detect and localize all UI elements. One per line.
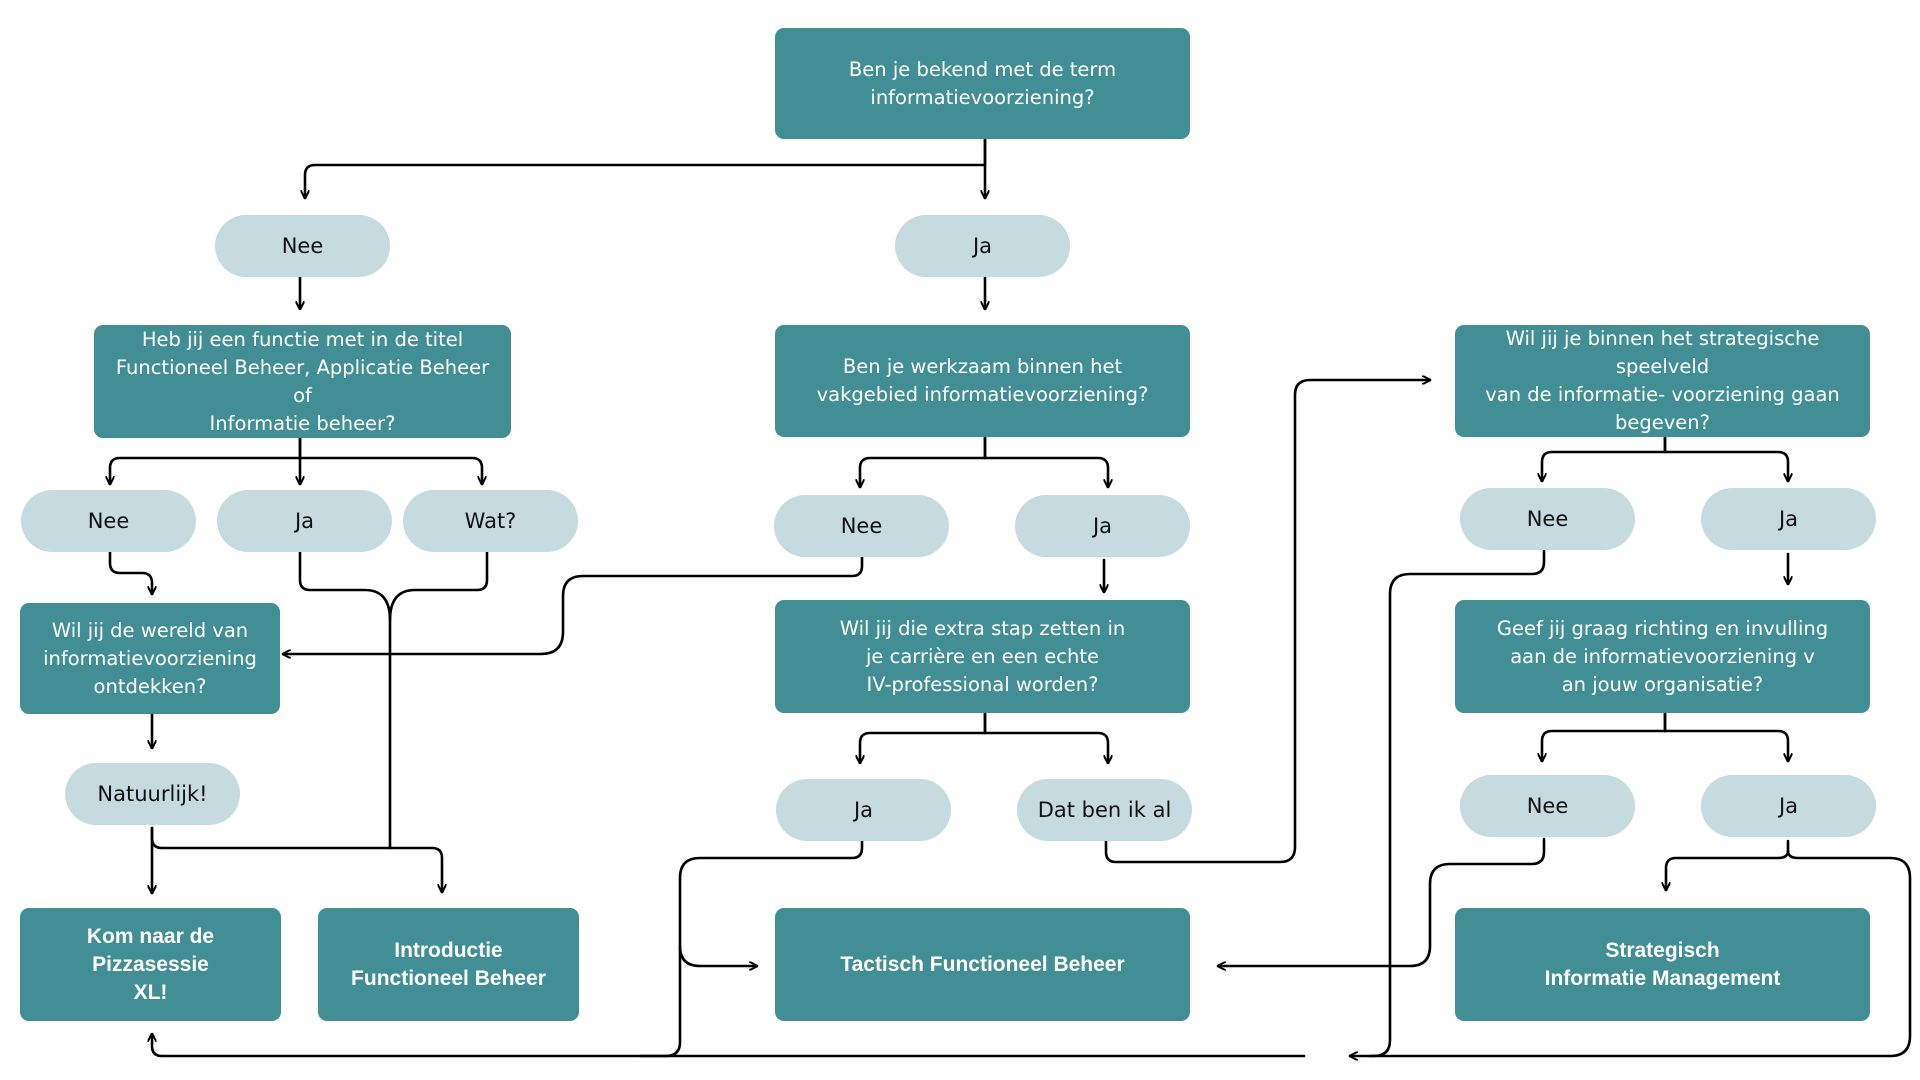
connector-q3-ja xyxy=(983,435,1108,489)
connector-a3nee-q5 xyxy=(281,553,864,654)
connector-a6ja-tactisch xyxy=(678,839,864,966)
connector-q4-ja xyxy=(1663,435,1788,483)
connector-q7-ja xyxy=(1663,711,1788,763)
connector-a2nee-q5 xyxy=(108,549,152,596)
answer-q4-nee: Nee xyxy=(1460,488,1635,550)
answer-q6-dat-ben-ik-al: Dat ben ik al xyxy=(1017,779,1192,841)
connector-a7ja-loop xyxy=(1368,849,1912,1058)
connector-a2wat-merge xyxy=(388,549,489,622)
question-extra-step: Wil jij die extra stap zetten in je carr… xyxy=(775,600,1190,713)
connector-q6-al xyxy=(983,711,1108,765)
answer-q4-ja: Ja xyxy=(1701,488,1876,550)
answer-q2-ja: Ja xyxy=(217,490,392,552)
answer-q6-ja: Ja xyxy=(776,779,951,841)
answer-q7-nee: Nee xyxy=(1460,775,1635,837)
connector-a4nee-bottom xyxy=(1348,547,1546,1056)
outcome-strategisch-informatie-management: Strategisch Informatie Management xyxy=(1455,908,1870,1021)
connector-q4-nee xyxy=(1542,435,1667,483)
answer-q1-nee: Nee xyxy=(215,215,390,277)
question-known-term: Ben je bekend met de term informatievoor… xyxy=(775,28,1190,139)
connector-q2-split xyxy=(110,436,302,486)
connector-a2ja-merge xyxy=(298,549,392,850)
question-job-title: Heb jij een functie met in de titel Func… xyxy=(94,325,511,438)
question-work-field: Ben je werkzaam binnen het vakgebied inf… xyxy=(775,325,1190,437)
answer-q7-ja: Ja xyxy=(1701,775,1876,837)
outcome-introductie-functioneel-beheer: Introductie Functioneel Beheer xyxy=(318,908,579,1021)
outcome-pizzasessie: Kom naar de Pizzasessie XL! xyxy=(20,908,281,1021)
answer-q2-wat: Wat? xyxy=(403,490,578,552)
answer-q5-natuurlijk: Natuurlijk! xyxy=(65,763,240,825)
connector-q6-ja xyxy=(860,711,987,765)
connector-q2-wat xyxy=(298,456,482,486)
connector-q1-nee xyxy=(305,137,987,200)
connector-natuurlijk-intro xyxy=(150,826,442,894)
question-discover: Wil jij de wereld van informatievoorzien… xyxy=(20,603,280,714)
question-direction: Geef jij graag richting en invulling aan… xyxy=(1455,600,1870,713)
connector-a7ja-strategisch xyxy=(1666,839,1790,892)
answer-q2-nee: Nee xyxy=(21,490,196,552)
question-strategic: Wil jij je binnen het strategische speel… xyxy=(1455,325,1870,437)
connector-a6ja-pizza xyxy=(152,944,682,1058)
connector-q7-nee xyxy=(1542,711,1667,763)
connector-q3-nee xyxy=(860,435,987,489)
answer-q1-ja: Ja xyxy=(895,215,1070,277)
connector-a6al-q4 xyxy=(1104,380,1432,864)
outcome-tactisch-functioneel-beheer: Tactisch Functioneel Beheer xyxy=(775,908,1190,1021)
answer-q3-nee: Nee xyxy=(774,495,949,557)
answer-q3-ja: Ja xyxy=(1015,495,1190,557)
connector-a7nee-tactisch xyxy=(1216,837,1546,966)
